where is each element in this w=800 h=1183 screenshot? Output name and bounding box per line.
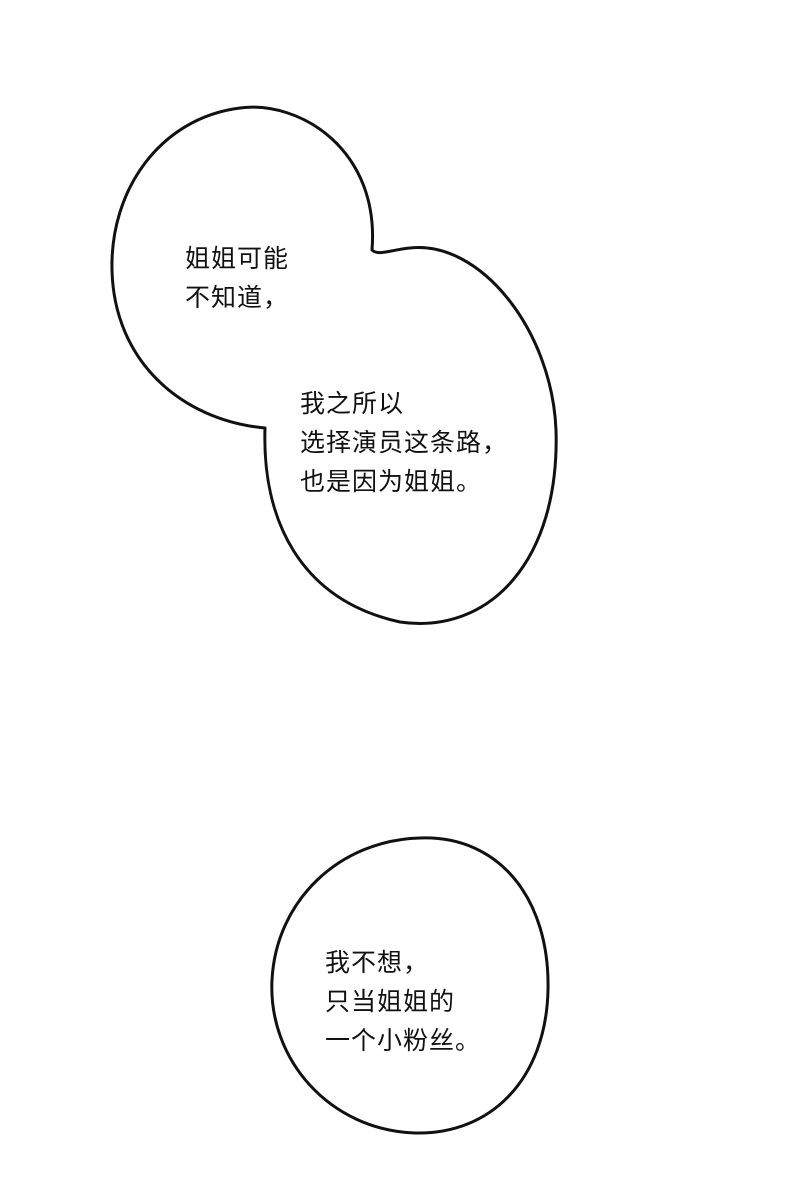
bubble-line: 姐姐可能: [185, 244, 290, 273]
bubble-text-1: 姐姐可能 不知道，: [185, 239, 289, 317]
bubble-line: 一个小粉丝。: [325, 1026, 482, 1055]
bubble-line: 不知道，: [185, 283, 290, 312]
bubble-line: 只当姐姐的: [325, 987, 456, 1016]
bubble-line: 我不想，: [325, 948, 430, 977]
speech-bubble-bottom: [270, 836, 550, 1135]
bubble-text-3: 我不想， 只当姐姐的 一个小粉丝。: [325, 943, 481, 1060]
bubble-text-2: 我之所以 选择演员这条路， 也是因为姐姐。: [300, 384, 508, 501]
speech-bubble-top: [110, 105, 558, 625]
bubble-line: 也是因为姐姐。: [300, 467, 483, 496]
bubble-line: 我之所以: [300, 389, 405, 418]
bubble-line: 选择演员这条路，: [300, 428, 509, 457]
